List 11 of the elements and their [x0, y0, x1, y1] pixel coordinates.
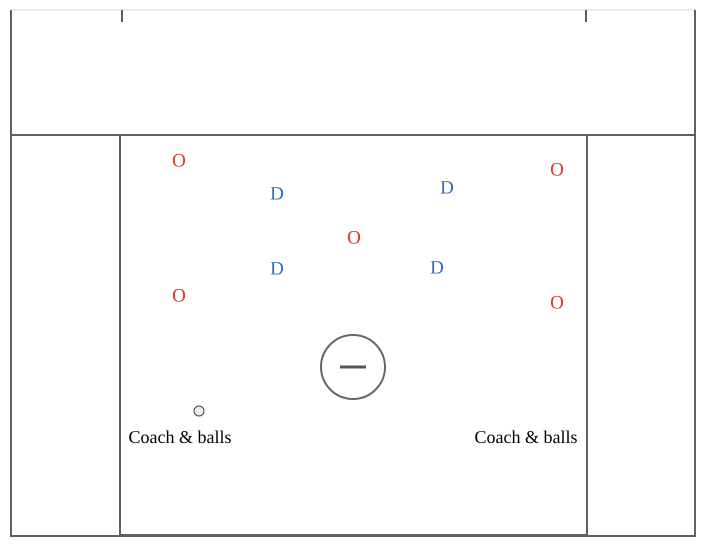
offense-player-marker: O	[347, 228, 361, 248]
defense-player-marker: D	[270, 260, 284, 278]
coach-label: Coach & balls	[128, 428, 232, 446]
offense-player-marker: O	[550, 160, 564, 180]
offense-player-marker: O	[172, 152, 186, 170]
defense-player-marker: D	[430, 258, 444, 278]
defense-player-marker: D	[270, 184, 284, 204]
defense-player-marker: D	[440, 178, 454, 198]
offense-player-marker: O	[550, 294, 564, 312]
coach-label: Coach & balls	[474, 428, 578, 446]
offense-player-marker: O	[172, 286, 186, 306]
